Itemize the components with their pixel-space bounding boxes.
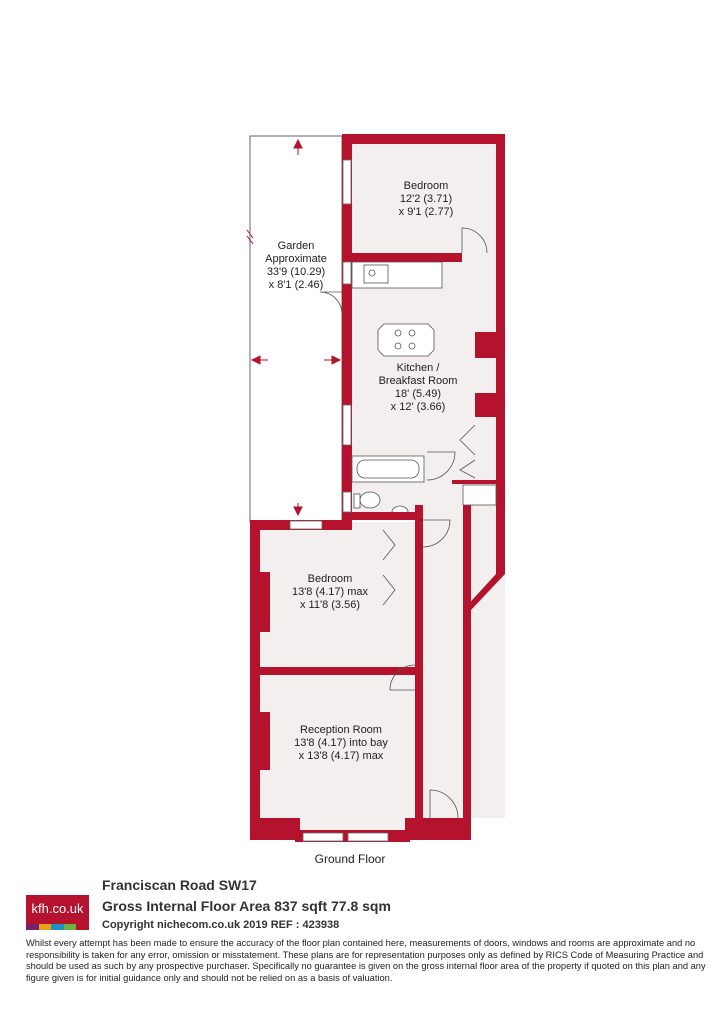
disclaimer-text: Whilst every attempt has been made to en… [26,938,706,983]
logo-stripe [76,924,89,930]
room-dimension: 12'2 (3.71) [399,193,453,205]
floor-label: Ground Floor [314,852,386,866]
logo-stripe [51,924,64,930]
room-dimension: x 12' (3.66) [390,401,446,413]
room-dimension: 13'8 (4.17) max [291,586,369,598]
room-label-bedroom-1: Bedroom 12'2 (3.71) x 9'1 (2.77) [376,180,476,219]
garden-dimension-marks [246,138,342,517]
room-name: Bedroom [307,573,353,585]
logo-stripe [38,924,52,930]
room-name: Breakfast Room [378,375,458,387]
room-dimension: 13'8 (4.17) into bay [294,737,388,749]
doors [319,227,488,819]
room-label-garden: Garden Approximate 33'9 (10.29) x 8'1 (2… [246,240,346,292]
interior-walls [255,253,496,818]
copyright-line: Copyright nichecom.co.uk 2019 REF : 4239… [102,919,340,931]
gross-internal-area: Gross Internal Floor Area 837 sqft 77.8 … [102,898,391,914]
logo-text: kfh.co.uk [31,901,84,916]
room-name: Approximate [265,253,327,265]
room-label-bedroom-2: Bedroom 13'8 (4.17) max x 11'8 (3.56) [280,573,380,612]
room-name: Bedroom [403,180,449,192]
garden-area [249,135,343,523]
room-dimension: x 13'8 (4.17) max [298,750,384,762]
logo-stripes [26,924,89,930]
room-dimension: x 11'8 (3.56) [300,599,360,611]
room-name: Reception Room [300,724,382,736]
room-dimension: x 8'1 (2.46) [268,279,324,291]
floor-plan [246,134,505,842]
room-label-kitchen: Kitchen / Breakfast Room 18' (5.49) x 12… [368,362,468,414]
windows [289,159,389,842]
logo-stripe [63,924,77,930]
logo-stripe [26,924,39,930]
room-label-reception: Reception Room 13'8 (4.17) into bay x 13… [281,724,401,763]
kfh-logo[interactable]: kfh.co.uk [26,895,89,930]
fixtures [351,261,497,513]
room-name: Garden [277,240,315,252]
room-dimension: 33'9 (10.29) [266,266,326,278]
room-dimension: x 9'1 (2.77) [398,206,454,218]
room-name: Kitchen / [396,362,440,374]
property-address: Franciscan Road SW17 [102,877,257,893]
room-dimension: 18' (5.49) [394,388,442,400]
